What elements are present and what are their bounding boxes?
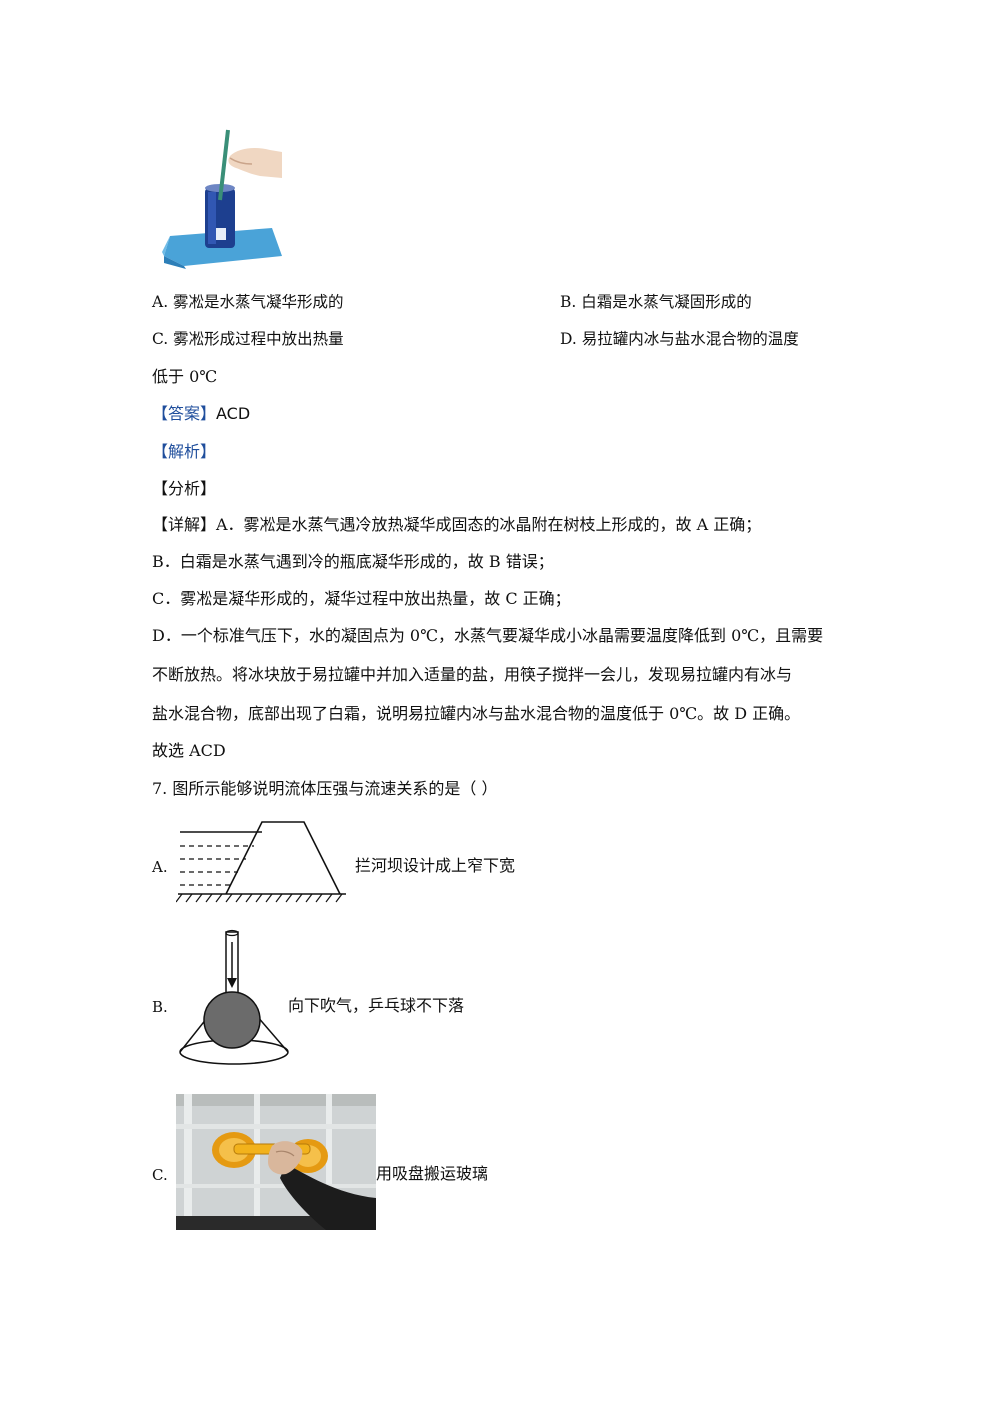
q7-option-a-letter: A. (152, 858, 168, 876)
q7-option-a-caption: 拦河坝设计成上窄下宽 (355, 856, 516, 875)
q7-option-b-letter: B. (152, 998, 168, 1016)
option-c: C. 雾凇形成过程中放出热量 (152, 330, 344, 348)
dam-diagram (176, 821, 346, 903)
option-b: B. 白霜是水蒸气凝固形成的 (560, 293, 752, 311)
detail-line: D．一个标准气压下，水的凝固点为 0℃，水蒸气要凝华成小冰晶需要温度降低到 0℃… (152, 626, 824, 645)
detail-line: 盐水混合物，底部出现了白霜，说明易拉罐内冰与盐水混合物的温度低于 0℃。故 D … (152, 704, 801, 723)
detail-line: 不断放热。将冰块放于易拉罐中并加入适量的盐，用筷子搅拌一会儿，发现易拉罐内有冰与 (152, 665, 793, 684)
suction-cup-photo (176, 1094, 376, 1230)
answer-label: 【答案】 (152, 404, 217, 423)
q7-option-c-letter: C. (152, 1166, 168, 1184)
option-d-continued: 低于 0℃ (152, 367, 218, 386)
answer-line: 【答案】ACD (152, 404, 250, 424)
can-stirring-image (162, 129, 282, 269)
detail-line: C．雾凇是凝华形成的，凝华过程中放出热量，故 C 正确； (152, 589, 571, 608)
analysis-label: 【分析】 (152, 479, 217, 498)
option-d: D. 易拉罐内冰与盐水混合物的温度 (560, 330, 799, 348)
explain-label: 【解析】 (152, 442, 217, 461)
question-7-stem: 7. 图所示能够说明流体压强与流速关系的是（ ） (152, 779, 498, 798)
option-a: A. 雾凇是水蒸气凝华形成的 (152, 293, 344, 311)
detail-line: B．白霜是水蒸气遇到冷的瓶底凝华形成的，故 B 错误； (152, 552, 554, 571)
answer-value: ACD (216, 404, 251, 423)
detail-line: 故选 ACD (152, 741, 226, 760)
funnel-ball-diagram (179, 929, 289, 1065)
detail-line: 【详解】A．雾凇是水蒸气遇冷放热凝华成固态的冰晶附在树枝上形成的，故 A 正确； (152, 515, 762, 534)
q7-option-c-caption: 用吸盘搬运玻璃 (376, 1164, 489, 1183)
q7-option-b-caption: 向下吹气，乒乓球不下落 (288, 996, 465, 1015)
